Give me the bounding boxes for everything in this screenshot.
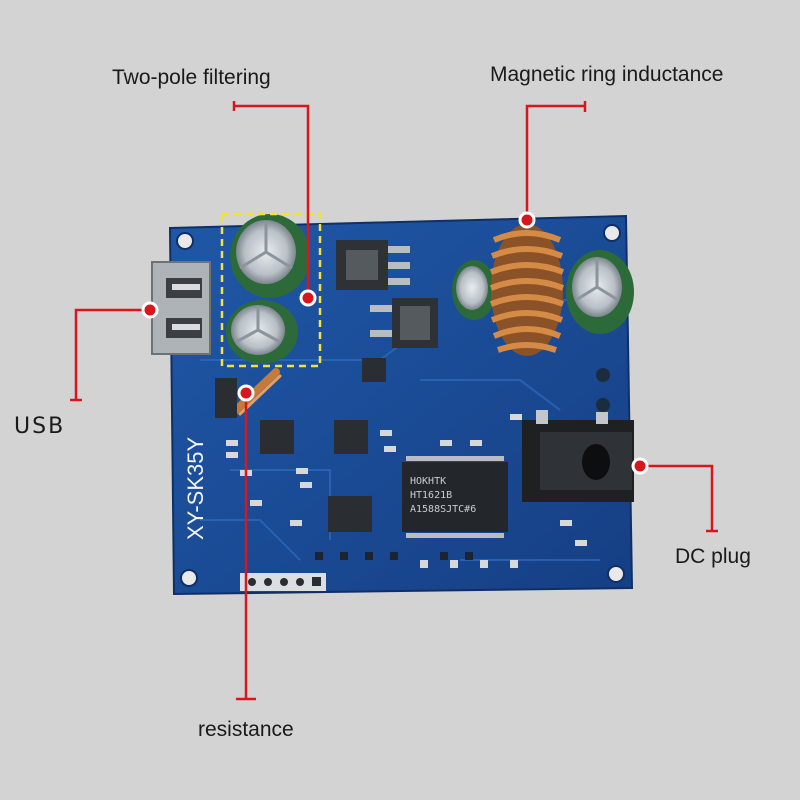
dc-jack bbox=[522, 410, 634, 502]
pin-header-connector bbox=[240, 573, 326, 591]
output-capacitor bbox=[566, 250, 634, 334]
callout-two-pole-filtering: Two-pole filtering bbox=[112, 66, 271, 89]
smd-components bbox=[226, 414, 587, 568]
board-silkscreen-label: XY-SK35Y bbox=[183, 437, 208, 540]
mount-hole-icon bbox=[180, 569, 198, 587]
two-pole-highlight-box bbox=[220, 212, 322, 368]
callout-dc-plug: DC plug bbox=[675, 545, 751, 568]
chip-text-line-3: A1588SJTC#6 bbox=[410, 504, 476, 515]
small-ic bbox=[215, 358, 386, 532]
callout-resistance: resistance bbox=[198, 718, 294, 741]
header-pin-row bbox=[315, 552, 473, 560]
callout-usb: USB bbox=[14, 414, 66, 439]
filter-capacitor bbox=[230, 214, 310, 298]
chip-text-line-1: HOKHTK bbox=[410, 476, 446, 487]
callout-magnetic-ring-inductance: Magnetic ring inductance bbox=[490, 63, 724, 86]
voltage-regulator bbox=[336, 240, 410, 290]
output-capacitor bbox=[452, 260, 496, 320]
annotation-dots bbox=[141, 211, 649, 475]
annotation-leaders bbox=[70, 101, 718, 701]
mount-hole-icon bbox=[607, 565, 625, 583]
mount-hole-icon bbox=[603, 224, 621, 242]
main-driver-chip: HOKHTK HT1621B A1588SJTC#6 bbox=[402, 456, 508, 538]
magnetic-ring-inductor bbox=[489, 224, 565, 356]
mosfet bbox=[370, 298, 438, 348]
mount-hole-icon bbox=[176, 232, 194, 250]
filter-capacitor bbox=[226, 300, 298, 364]
chip-text-line-2: HT1621B bbox=[410, 490, 452, 501]
usb-port bbox=[151, 261, 211, 355]
